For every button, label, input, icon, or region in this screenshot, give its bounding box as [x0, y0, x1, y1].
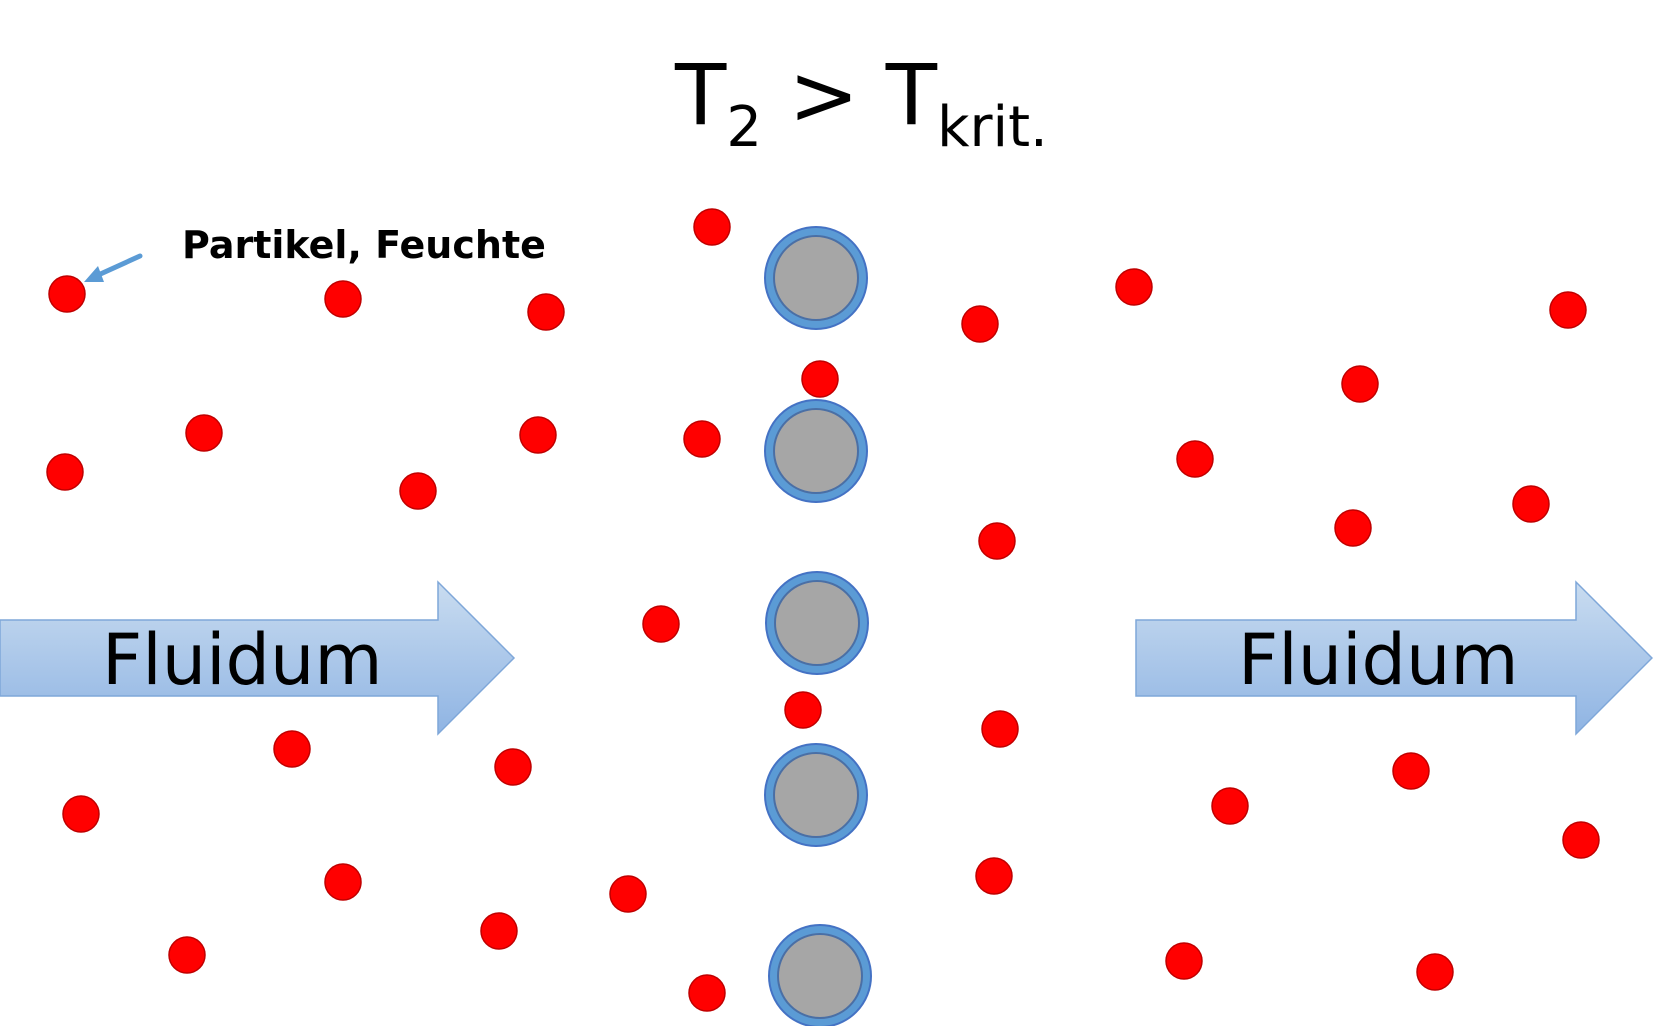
particle [527, 293, 565, 331]
particle [1392, 752, 1430, 790]
particle [1115, 268, 1153, 306]
particle [693, 208, 731, 246]
particle [609, 875, 647, 913]
particle [185, 414, 223, 452]
particle [688, 974, 726, 1012]
particle [784, 691, 822, 729]
title-sub-krit: krit. [937, 95, 1048, 160]
fiber [768, 924, 872, 1026]
particle [801, 360, 839, 398]
filter-fibers [764, 226, 872, 1026]
fiber [764, 226, 868, 330]
particle [1165, 942, 1203, 980]
flow-arrow-right: Fluidum [1135, 580, 1653, 736]
title-condition: T2 > Tkrit. [674, 46, 1048, 160]
particle [1549, 291, 1587, 329]
particle [1211, 787, 1249, 825]
particle [981, 710, 1019, 748]
particle [1562, 821, 1600, 859]
particle [683, 420, 721, 458]
particle [1334, 509, 1372, 547]
particles [46, 208, 1600, 1012]
flow-label-left: Fluidum [102, 619, 383, 701]
particle [46, 453, 84, 491]
title-t-crit: T [885, 46, 938, 144]
title-sub-2: 2 [726, 95, 762, 160]
particle [1176, 440, 1214, 478]
particle [1416, 953, 1454, 991]
annotation-label: Partikel, Feuchte [182, 223, 546, 267]
particle [324, 863, 362, 901]
flow-arrow-left: Fluidum [0, 580, 516, 736]
particle [168, 936, 206, 974]
particle [494, 748, 532, 786]
flow-label-right: Fluidum [1238, 619, 1519, 701]
particle [1341, 365, 1379, 403]
particle [273, 730, 311, 768]
title-t: T [674, 46, 727, 144]
title-relation: > [762, 46, 886, 144]
particle [480, 912, 518, 950]
arrow-pointer-icon [84, 253, 143, 282]
particle [324, 280, 362, 318]
particle [48, 275, 86, 313]
particle [975, 857, 1013, 895]
particle [1512, 485, 1550, 523]
particle [978, 522, 1016, 560]
particle [961, 305, 999, 343]
particle [62, 795, 100, 833]
particle [399, 472, 437, 510]
particle [519, 416, 557, 454]
fiber [764, 743, 868, 847]
particle [642, 605, 680, 643]
fiber [765, 571, 869, 675]
fiber [764, 399, 868, 503]
